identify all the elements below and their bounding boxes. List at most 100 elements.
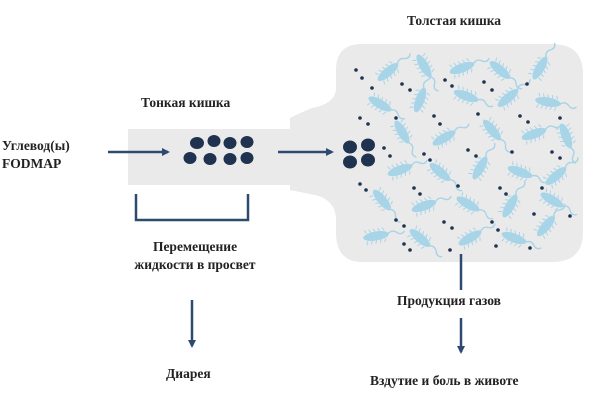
bacterium [412, 52, 439, 92]
gas-dot [438, 122, 442, 126]
gas-dot [490, 88, 494, 92]
gas-dot [428, 158, 432, 162]
bacterium [426, 159, 463, 192]
gas-dot [450, 84, 454, 88]
bacterium [453, 85, 494, 108]
gas-dot [394, 218, 398, 222]
gas-dot [432, 114, 436, 118]
gas-dot [354, 68, 358, 72]
bacterium [535, 92, 577, 111]
gas-dot [402, 242, 406, 246]
gas-dot [358, 116, 362, 120]
bacterium [494, 79, 531, 111]
bacterium [387, 159, 428, 181]
gas-dot [498, 186, 502, 190]
particle [207, 135, 221, 147]
bacterium [533, 203, 566, 240]
gas-dot [448, 248, 452, 252]
bacterium [456, 223, 496, 250]
gas-dot [418, 192, 422, 196]
particle [240, 152, 254, 164]
gas-dot [456, 184, 460, 188]
gas-dot [394, 116, 398, 120]
small-intestine-label: Тонкая кишка [141, 95, 231, 110]
gas-dot [568, 214, 572, 218]
bacterium [521, 123, 562, 145]
large-intestine-particles [343, 138, 375, 169]
gas-dot [474, 154, 478, 158]
gas-dot [382, 146, 386, 150]
bacterium [538, 188, 578, 216]
gas-dot [476, 112, 480, 116]
gas-dot [540, 186, 544, 190]
gas-dot [528, 246, 532, 250]
gas-dot [388, 154, 392, 158]
bacterium [366, 92, 406, 120]
gas-dot [496, 228, 500, 232]
bacterium [369, 186, 401, 223]
bacterium [363, 227, 406, 246]
particle [190, 137, 204, 149]
gas-dot [525, 82, 529, 86]
gas-dot [450, 226, 454, 230]
gas-dot [358, 182, 362, 186]
gas-dot [490, 220, 494, 224]
fodmap-label: FODMAP [2, 156, 62, 171]
bacterium [430, 123, 470, 150]
gas-dot [400, 82, 404, 86]
gas-dot [558, 156, 562, 160]
gas-dot [466, 148, 470, 152]
bacterium [449, 57, 490, 79]
gas-dot [526, 120, 530, 124]
particle [183, 152, 197, 164]
bacterium [501, 227, 542, 250]
bacteria-group [363, 42, 579, 258]
particle [343, 140, 357, 154]
particle [343, 155, 357, 169]
diarrhea-label: Диарея [166, 366, 211, 381]
gas-dot [558, 116, 562, 120]
bacterium [498, 180, 526, 220]
bacterium [409, 72, 432, 113]
carbohydrates-label: Углевод(ы) [2, 138, 70, 153]
bacterium [374, 53, 411, 85]
particle [223, 153, 237, 165]
gas-dot [518, 114, 522, 118]
gas-dot [412, 186, 416, 190]
bacterium [406, 225, 443, 258]
small-intestine-particles [183, 135, 254, 165]
bacterium [390, 118, 417, 158]
gas-dot [364, 188, 368, 192]
fluid-shift-line1: Перемещение [152, 239, 238, 254]
particle [361, 138, 375, 152]
bloating-pain-label: Вздутие и боль в животе [370, 373, 519, 388]
gas-dots-group [354, 68, 572, 252]
gas-dot [442, 220, 446, 224]
fluid-shift-line2: жидкости в просвет [134, 257, 256, 272]
gas-dot [550, 150, 554, 154]
particle [240, 136, 254, 148]
gas-dot [366, 122, 370, 126]
gas-dot [494, 244, 498, 248]
bacterium [542, 157, 579, 189]
gas-dot [408, 88, 412, 92]
gas-dot [422, 152, 426, 156]
gas-dot [482, 80, 486, 84]
bacterium [528, 42, 556, 82]
gas-dot [504, 192, 508, 196]
particle [223, 137, 237, 149]
gas-production-label: Продукция газов [397, 293, 501, 308]
bacterium [555, 123, 577, 164]
bacterium [411, 195, 452, 217]
bacterium [454, 192, 494, 220]
particle [361, 153, 375, 167]
fluid-bracket [134, 194, 250, 222]
gas-dot [360, 76, 364, 80]
gas-dot [408, 248, 412, 252]
gas-dot [532, 212, 536, 216]
large-intestine-label: Толстая кишка [407, 13, 502, 28]
gas-dot [510, 150, 514, 154]
gas-dot [443, 78, 447, 82]
bacterium [479, 116, 511, 153]
